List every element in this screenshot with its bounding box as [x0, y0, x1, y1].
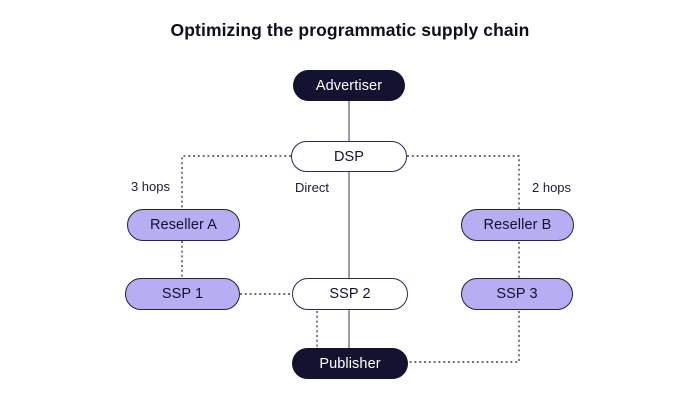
node-advertiser-label: Advertiser [315, 77, 383, 94]
diagram-title: Optimizing the programmatic supply chain [170, 20, 530, 40]
node-reseller-a: Reseller A [127, 209, 240, 241]
node-reseller-a-label: Reseller A [149, 217, 218, 233]
node-dsp-label: DSP [333, 148, 365, 165]
node-ssp1: SSP 1 [125, 278, 240, 310]
node-ssp3: SSP 3 [461, 278, 573, 310]
label-2-hops: 2 hops [532, 180, 572, 195]
node-ssp1-label: SSP 1 [161, 286, 204, 302]
node-reseller-b: Reseller B [461, 209, 574, 241]
connector-dsp-reseller-a [181, 155, 291, 209]
node-ssp2: SSP 2 [292, 278, 408, 310]
connector-dsp-reseller-b [407, 155, 520, 209]
node-ssp3-label: SSP 3 [496, 286, 538, 302]
node-reseller-b-label: Reseller B [483, 217, 552, 233]
node-dsp: DSP [291, 141, 407, 172]
label-3-hops: 3 hops [130, 179, 170, 194]
connector-ssp3-publisher [408, 311, 520, 363]
node-ssp2-label: SSP 2 [329, 286, 371, 302]
label-direct: Direct [295, 180, 329, 195]
node-publisher-label: Publisher [319, 355, 381, 372]
node-publisher: Publisher [292, 348, 408, 379]
node-advertiser: Advertiser [293, 70, 405, 101]
